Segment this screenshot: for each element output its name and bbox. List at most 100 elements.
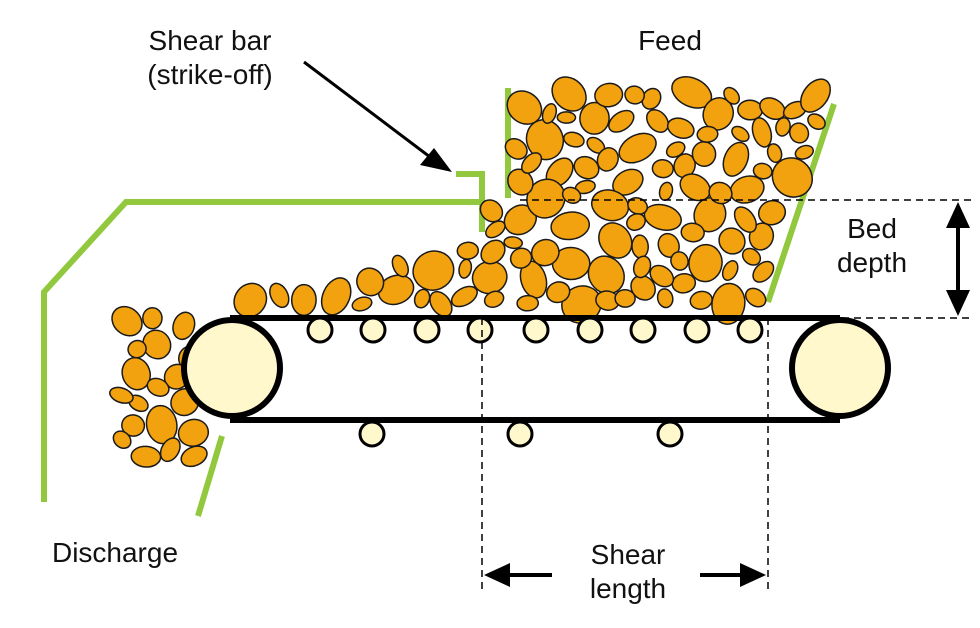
- ore-particle: [290, 283, 317, 317]
- ore-particle: [320, 277, 352, 316]
- ore-particle: [721, 260, 739, 281]
- ore-particle: [658, 181, 674, 202]
- ore-particle: [688, 243, 723, 283]
- idler-roller: [506, 420, 534, 448]
- ore-particle: [741, 247, 762, 266]
- ore-particle: [142, 306, 163, 330]
- ore-particle: [733, 206, 757, 233]
- ore-particle: [731, 125, 750, 143]
- discharge-chute: [195, 435, 225, 517]
- bed-depth-label: Bed depth: [812, 212, 932, 280]
- ore-particle: [269, 282, 290, 309]
- ore-particle: [356, 267, 385, 297]
- ore-particle: [412, 250, 455, 291]
- idler-roller: [522, 316, 550, 344]
- ore-particle: [631, 234, 649, 259]
- ore-particle: [670, 251, 689, 271]
- ore-particle: [718, 227, 746, 255]
- apron-conveyor: [181, 315, 891, 448]
- ore-particle: [130, 445, 162, 468]
- ore-particle: [111, 305, 143, 337]
- ore-particle: [649, 264, 675, 288]
- shear-length-label: Shear length: [548, 538, 708, 606]
- ore-particle: [485, 220, 506, 239]
- ore-particle: [458, 258, 473, 279]
- ore-particle: [541, 102, 558, 125]
- ore-particle: [127, 339, 147, 359]
- ore-particle: [351, 296, 373, 312]
- shear-length-arrowhead-left: [484, 563, 510, 587]
- shear-bar-label-line2: (strike-off): [147, 59, 273, 90]
- bed-depth-arrowhead-up: [946, 202, 970, 228]
- ore-particle: [504, 137, 528, 160]
- ore-particle: [450, 285, 478, 308]
- tail-pulley: [181, 317, 283, 419]
- ore-particle: [788, 122, 810, 144]
- shear-length-dimension: [481, 318, 769, 592]
- bed-depth-label-line1: Bed: [847, 213, 897, 244]
- ore-particle: [708, 181, 733, 205]
- ore-particle: [159, 437, 181, 463]
- pointer-line: [303, 60, 435, 162]
- feed-label: Feed: [638, 25, 702, 56]
- idler-roller: [656, 420, 684, 448]
- idler-roller: [413, 316, 441, 344]
- ore-particle: [594, 82, 624, 108]
- idler-roller: [466, 316, 494, 344]
- bed-depth-arrowhead-down: [946, 290, 970, 316]
- idler-roller: [629, 316, 657, 344]
- ore-particle: [723, 86, 741, 105]
- pointer-arrowhead: [420, 148, 452, 172]
- ore-particle: [673, 153, 696, 179]
- ore-particle: [180, 445, 208, 468]
- ore-particle: [109, 386, 134, 404]
- ore-particle: [665, 141, 686, 158]
- ore-particle: [121, 414, 146, 437]
- ore-particle: [752, 260, 775, 283]
- ore-particle: [503, 236, 524, 250]
- ore-particle: [614, 288, 636, 308]
- discharge-label: Discharge: [51, 537, 179, 568]
- ore-particle: [632, 255, 652, 279]
- ore-particle: [646, 109, 669, 133]
- ore-particle: [507, 168, 534, 196]
- ore-particle: [121, 356, 151, 391]
- ore-particle: [172, 311, 196, 341]
- head-pulley: [789, 317, 891, 419]
- ore-particle: [752, 162, 773, 180]
- idler-roller: [576, 316, 604, 344]
- ore-particle: [579, 101, 610, 135]
- ore-particle: [624, 85, 645, 105]
- ore-particle: [656, 288, 674, 309]
- ore-particle: [794, 144, 814, 160]
- ore-particle: [608, 109, 635, 133]
- ore-particle: [744, 287, 767, 308]
- ore-particle: [696, 125, 719, 143]
- shear-bar-label-line1: Shear bar: [148, 25, 272, 56]
- ore-particle: [550, 211, 591, 241]
- idler-roller: [683, 316, 711, 344]
- ore-particle: [551, 76, 587, 112]
- ore-particle: [751, 117, 773, 148]
- ore-particle: [757, 199, 787, 226]
- ore-particles: [109, 76, 831, 468]
- idler-roller: [358, 420, 386, 448]
- hopper-right-wall: [765, 103, 837, 303]
- ore-particle: [530, 238, 560, 267]
- ore-particle: [626, 213, 646, 231]
- ore-particle: [112, 430, 132, 450]
- skirt-plate: [41, 199, 482, 502]
- ore-particle: [480, 239, 506, 265]
- ore-particle: [596, 147, 619, 172]
- ore-particle: [618, 132, 657, 164]
- ore-particle: [146, 377, 170, 397]
- ore-particle: [545, 281, 571, 304]
- ore-particle: [800, 78, 831, 113]
- ore-particle: [516, 294, 540, 312]
- bed-depth-label-line2: depth: [836, 247, 908, 278]
- ore-particle: [479, 199, 504, 223]
- ore-particle: [651, 159, 674, 179]
- ore-particle: [563, 131, 585, 148]
- ore-particle: [483, 290, 505, 309]
- shear-bar-pointer: [303, 60, 452, 172]
